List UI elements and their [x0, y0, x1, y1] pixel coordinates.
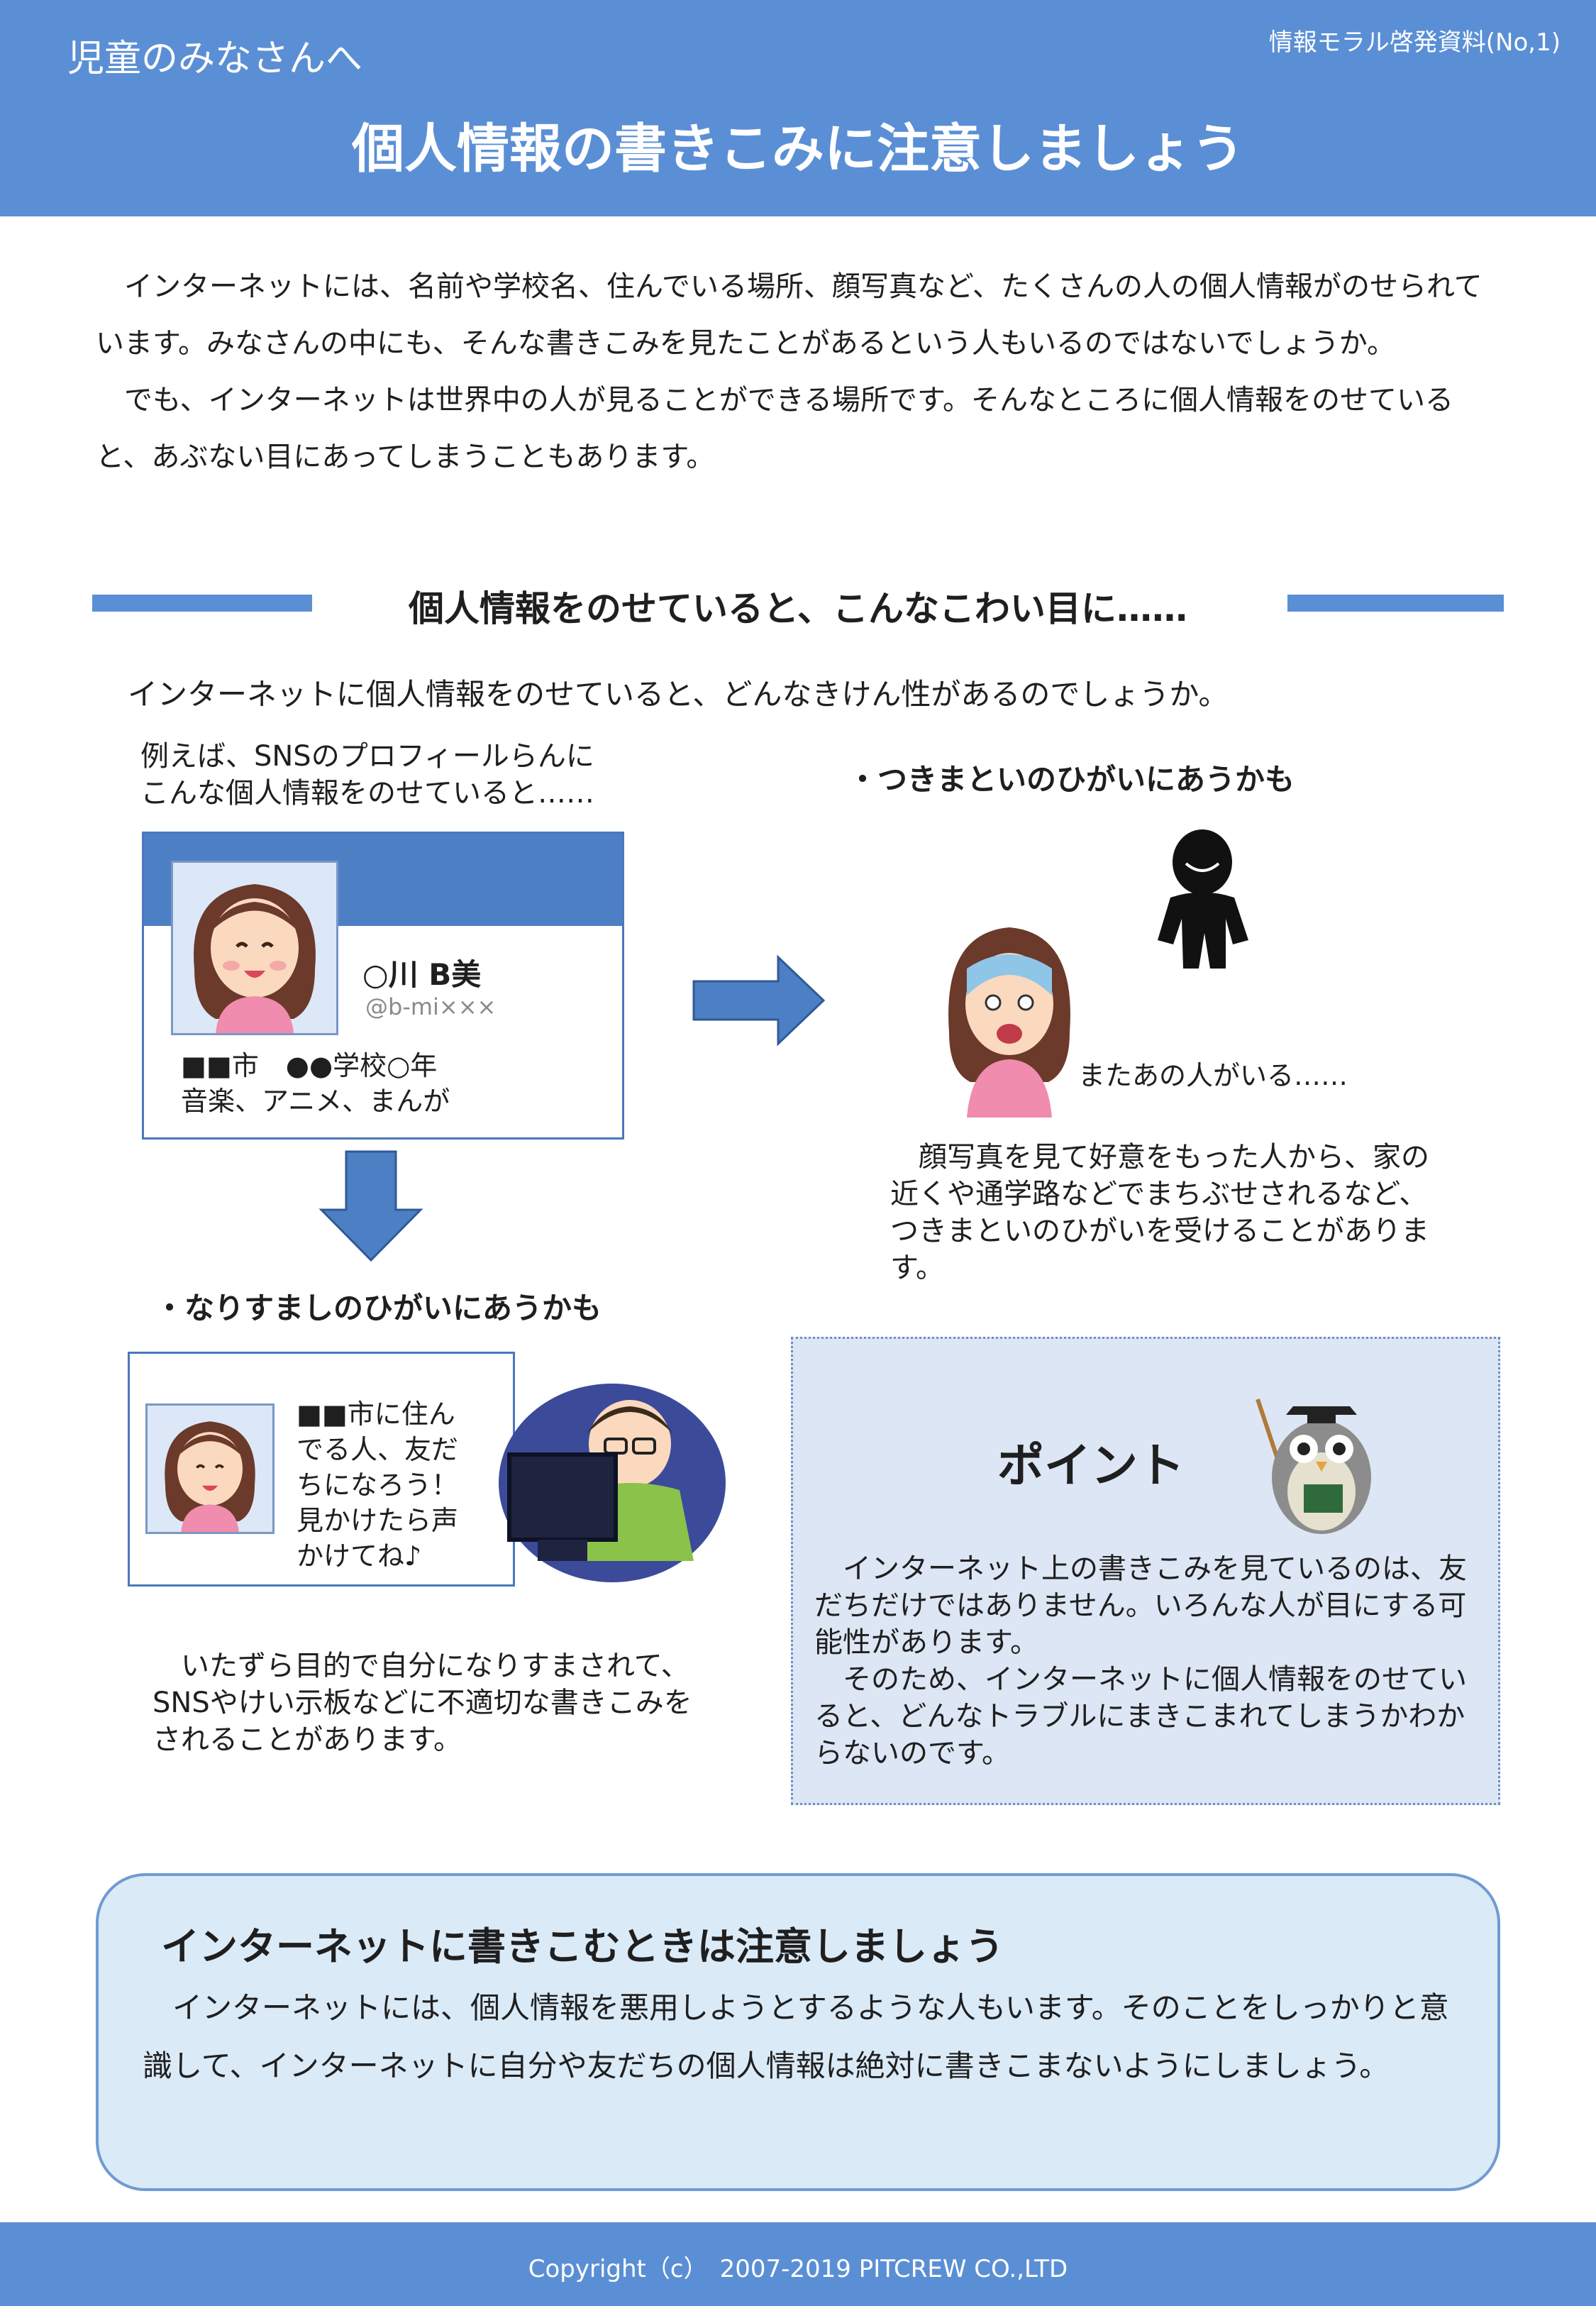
- page-title: 個人情報の書きこみに注意しましょう: [352, 118, 1244, 180]
- section-bar-left: [92, 595, 312, 612]
- stalking-speech-bubble: またあの人がいる……: [1078, 1060, 1348, 1091]
- post-line: でる人、友だ: [297, 1434, 459, 1465]
- post-line: かけてね♪: [297, 1540, 422, 1572]
- profile-info-line-2: 音楽、アニメ、まんが: [181, 1086, 450, 1117]
- section-question: インターネットに個人情報をのせていると、どんなきけん性があるのでしょうか。: [128, 677, 1229, 712]
- summary-title: インターネットに書きこむときは注意しましょう: [161, 1924, 1004, 1969]
- profile-info-line-1: ■■市 ●●学校○年: [181, 1050, 438, 1081]
- impersonation-heading: ・なりすましのひがいにあうかも: [155, 1291, 602, 1325]
- intro-paragraph-2: でも、インターネットは世界中の人が見ることができる場所です。そんなところに個人情…: [96, 384, 1453, 473]
- intro-paragraph-1: インターネットには、名前や学校名、住んでいる場所、顔写真など、たくさんの人の個人…: [96, 270, 1483, 360]
- impersonation-post-text: ■■市に住ん でる人、友だ ちになろう！ 見かけたら声 かけてね♪: [297, 1396, 458, 1574]
- arrow-right-icon: [692, 954, 826, 1047]
- profile-info: ■■市 ●●学校○年 音楽、アニメ、まんが: [181, 1048, 450, 1119]
- scared-girl-icon: [948, 927, 1070, 1118]
- man-at-computer-icon: [499, 1384, 726, 1582]
- header-banner: 児童のみなさんへ 情報モラル啓発資料(No,1) 個人情報の書きこみに注意しまし…: [0, 0, 1596, 216]
- summary-box: インターネットに書きこむときは注意しましょう インターネットには、個人情報を悪用…: [96, 1873, 1500, 2191]
- post-line: ちになろう！: [297, 1469, 459, 1501]
- audience-label: 児童のみなさんへ: [67, 38, 363, 80]
- intro-text: インターネットには、名前や学校名、住んでいる場所、顔写真など、たくさんの人の個人…: [96, 258, 1500, 485]
- point-paragraph-2: そのため、インターネットに個人情報をのせていると、どんなトラブルにまきこまれてし…: [814, 1663, 1467, 1770]
- arrow-down-icon: [318, 1150, 423, 1262]
- girl-avatar-small-icon: [145, 1403, 275, 1534]
- series-label: 情報モラル啓発資料(No,1): [1268, 28, 1561, 57]
- point-paragraph-1: インターネット上の書きこみを見ているのは、友だちだけではありません。いろんな人が…: [814, 1552, 1467, 1659]
- impersonation-description: いたずら目的で自分になりすまされて、SNSやけい示板などに不適切な書きこみをされ…: [153, 1650, 692, 1756]
- sns-profile-card: ○川 B美 @b-mi××× ■■市 ●●学校○年 音楽、アニメ、まんが: [142, 832, 624, 1140]
- copyright-text: Copyright（c） 2007-2019 PITCREW CO.,LTD: [528, 2255, 1068, 2283]
- stalking-description: 顔写真を見て好意をもった人から、家の近くや通学路などでまちぶせされるなど、つきま…: [890, 1141, 1429, 1284]
- post-line: ■■市に住ん: [297, 1399, 455, 1430]
- section-bar-right: [1287, 595, 1504, 612]
- example-line-1: 例えば、SNSのプロフィールらんに: [140, 740, 594, 773]
- post-line: 見かけたら声: [297, 1505, 459, 1536]
- owl-teacher-icon: [1256, 1399, 1371, 1534]
- summary-text: インターネットには、個人情報を悪用しようとするような人もいます。そのことをしっか…: [143, 1990, 1449, 2083]
- example-caption: 例えば、SNSのプロフィールらんに こんな個人情報をのせていると……: [140, 738, 594, 812]
- section-heading: 個人情報をのせていると、こんなこわい目に……: [409, 588, 1187, 629]
- girl-avatar-icon: [171, 861, 338, 1035]
- point-title: ポイント: [997, 1438, 1185, 1493]
- example-line-2: こんな個人情報をのせていると……: [140, 777, 594, 810]
- profile-name: ○川 B美: [362, 957, 482, 992]
- stalker-silhouette-icon: [1158, 829, 1248, 969]
- footer: Copyright（c） 2007-2019 PITCREW CO.,LTD: [0, 2222, 1596, 2306]
- stalking-heading: ・つきまといのひがいにあうかも: [848, 762, 1295, 797]
- point-box: ポイント インターネット上の書きこみを見ているのは、友だちだけではありません。い…: [791, 1337, 1500, 1805]
- impersonation-post-card: ■■市に住ん でる人、友だ ちになろう！ 見かけたら声 かけてね♪: [128, 1352, 515, 1587]
- profile-handle: @b-mi×××: [365, 993, 497, 1020]
